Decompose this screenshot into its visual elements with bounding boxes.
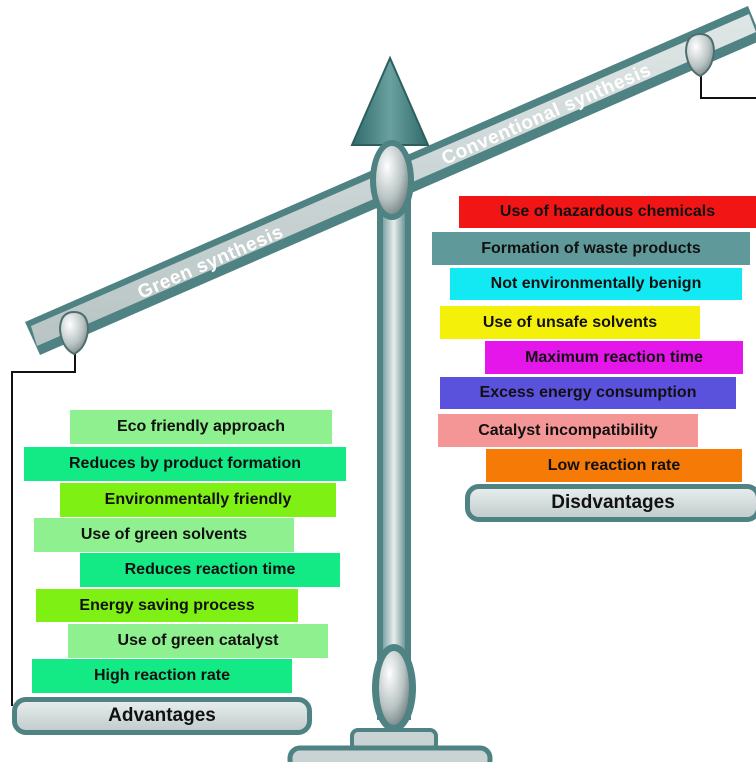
scale-pole [377,200,411,720]
left-hanger [11,310,90,706]
disadvantages-title-box: Disdvantages [465,484,756,522]
advantage-item: Reduces reaction time [80,553,340,587]
scale-base [287,728,493,762]
central-pivot-knob [370,140,414,220]
disadvantages-title: Disdvantages [551,492,675,513]
disadvantage-item: Maximum reaction time [485,341,743,374]
beam-label-green: Green synthesis [135,222,287,304]
advantage-item: Use of green solvents [34,518,294,552]
advantage-item: Use of green catalyst [68,624,328,658]
disadvantage-item: Use of hazardous chemicals [459,196,756,228]
advantage-item: Energy saving process [36,589,298,622]
disadvantage-item: Use of unsafe solvents [440,306,700,339]
lower-pole-knob [372,644,416,732]
advantages-title: Advantages [108,705,216,726]
advantages-title-box: Advantages [12,697,312,735]
advantage-item: Reduces by product formation [24,447,346,481]
disadvantage-item: Formation of waste products [432,232,750,265]
advantage-item: Eco friendly approach [70,410,332,444]
beam-label-conventional: Conventional synthesis [439,60,655,170]
right-hanger [684,32,756,99]
advantage-item: Environmentally friendly [60,483,336,517]
disadvantage-item: Not environmentally benign [450,268,742,300]
disadvantage-item: Low reaction rate [486,449,742,482]
scale-apex-triangle [350,55,430,146]
disadvantage-item: Catalyst incompatibility [438,414,698,447]
disadvantage-item: Excess energy consumption [440,377,736,409]
advantage-item: High reaction rate [32,659,292,693]
